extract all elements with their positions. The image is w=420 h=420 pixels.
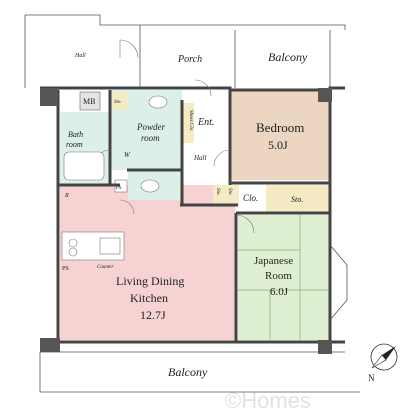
stove-burner-1 [68,238,78,248]
tatami-grid [238,215,330,340]
watermark: ©Homes [225,388,311,413]
upper-outline [24,14,346,88]
label-counter: Counter [97,265,113,270]
bathtub [63,151,105,181]
label-hall-top: Hall [74,53,86,59]
pillar-bottom-right [318,340,332,354]
pillar-bottom-left [40,338,60,352]
bedroom-area [230,90,330,180]
toilet [140,179,160,193]
label-balcony-top: Balcony [268,50,308,64]
label-ldk-3: 12.7J [140,308,166,322]
label-entrance: Ent. [197,117,214,128]
bay-window [329,244,348,321]
label-powder-room-1: Powder [136,122,165,132]
balcony-bottom-outline [39,351,360,393]
label-ps-2: PS [62,266,69,272]
label-porch: Porch [177,54,202,65]
label-hall-mid: Hall [193,154,207,162]
label-compass-n: N [368,373,375,383]
label-mb: MB [83,97,95,106]
washbasin [148,95,168,109]
label-sto-mid-1: Sto. [215,188,220,196]
label-shoe-closet: Shoes Clo. [188,110,193,131]
label-japanese-1: Japanese [254,255,293,267]
compass-icon [370,343,398,371]
pillar-top-left [40,88,58,106]
label-refrigerator: R [64,193,69,199]
label-bath-room-1: Bath [68,130,83,139]
kitchen-sink [99,237,121,255]
label-sto-mid-2: Sto. [227,188,232,196]
label-closet: Clo. [243,193,258,203]
label-japanese-2: Room [265,270,292,282]
stove-burner-2 [68,247,78,257]
label-washer: W [124,151,131,159]
label-ldk-2: Kitchen [130,291,168,305]
label-sto-powder: Sto. [114,100,122,105]
label-bath-room-2: room [66,140,83,149]
label-ps-1: PS [116,186,122,191]
label-sto-right: Sto. [291,195,303,204]
label-powder-room-2: room [141,133,160,143]
storage-right-area [266,185,330,213]
label-bedroom-2: 5.0J [268,138,288,152]
pillar-top-right [318,88,332,102]
japanese-room-area [238,215,330,340]
label-japanese-3: 6.0J [270,286,289,298]
shoe-closet-area [182,103,194,143]
ldk-area [60,185,235,340]
storage-powder-area [112,92,128,110]
storage-mid-area [213,185,239,205]
mb-box [79,91,101,111]
label-balcony-bottom: Balcony [168,365,208,379]
label-ldk-1: Living Dining [116,274,184,288]
label-bedroom-1: Bedroom [256,120,304,135]
